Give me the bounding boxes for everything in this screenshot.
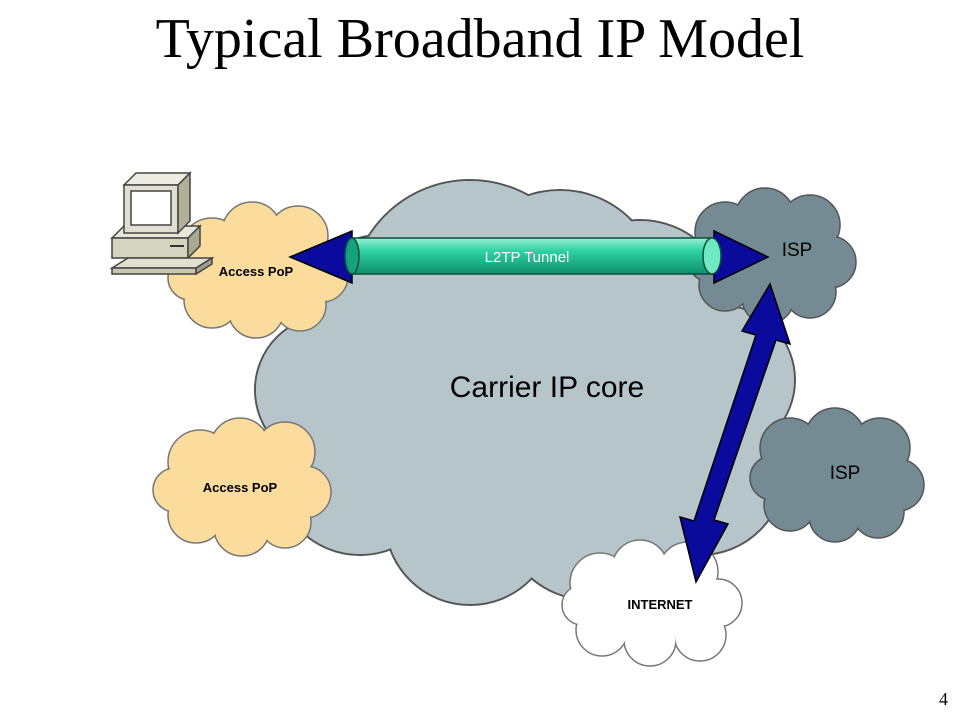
computer-icon [109,171,215,276]
isp-bottom-label: ISP [830,463,861,484]
isp-top-label: ISP [782,240,813,261]
carrier-ip-core-label: Carrier IP core [450,371,645,404]
l2tp-tunnel [344,237,722,275]
l2tp-tunnel-label: L2TP Tunnel [485,249,570,266]
internet-label: INTERNET [628,597,693,612]
isp-internet-double-arrow [678,282,792,585]
access-pop-top-label: Access PoP [219,264,294,279]
page-number: 4 [939,689,948,709]
access-pop-bottom-cloud [152,417,332,557]
slide-title: Typical Broadband IP Model [155,8,805,70]
access-pop-bottom-label: Access PoP [203,480,278,495]
isp-bottom-cloud [749,407,925,543]
